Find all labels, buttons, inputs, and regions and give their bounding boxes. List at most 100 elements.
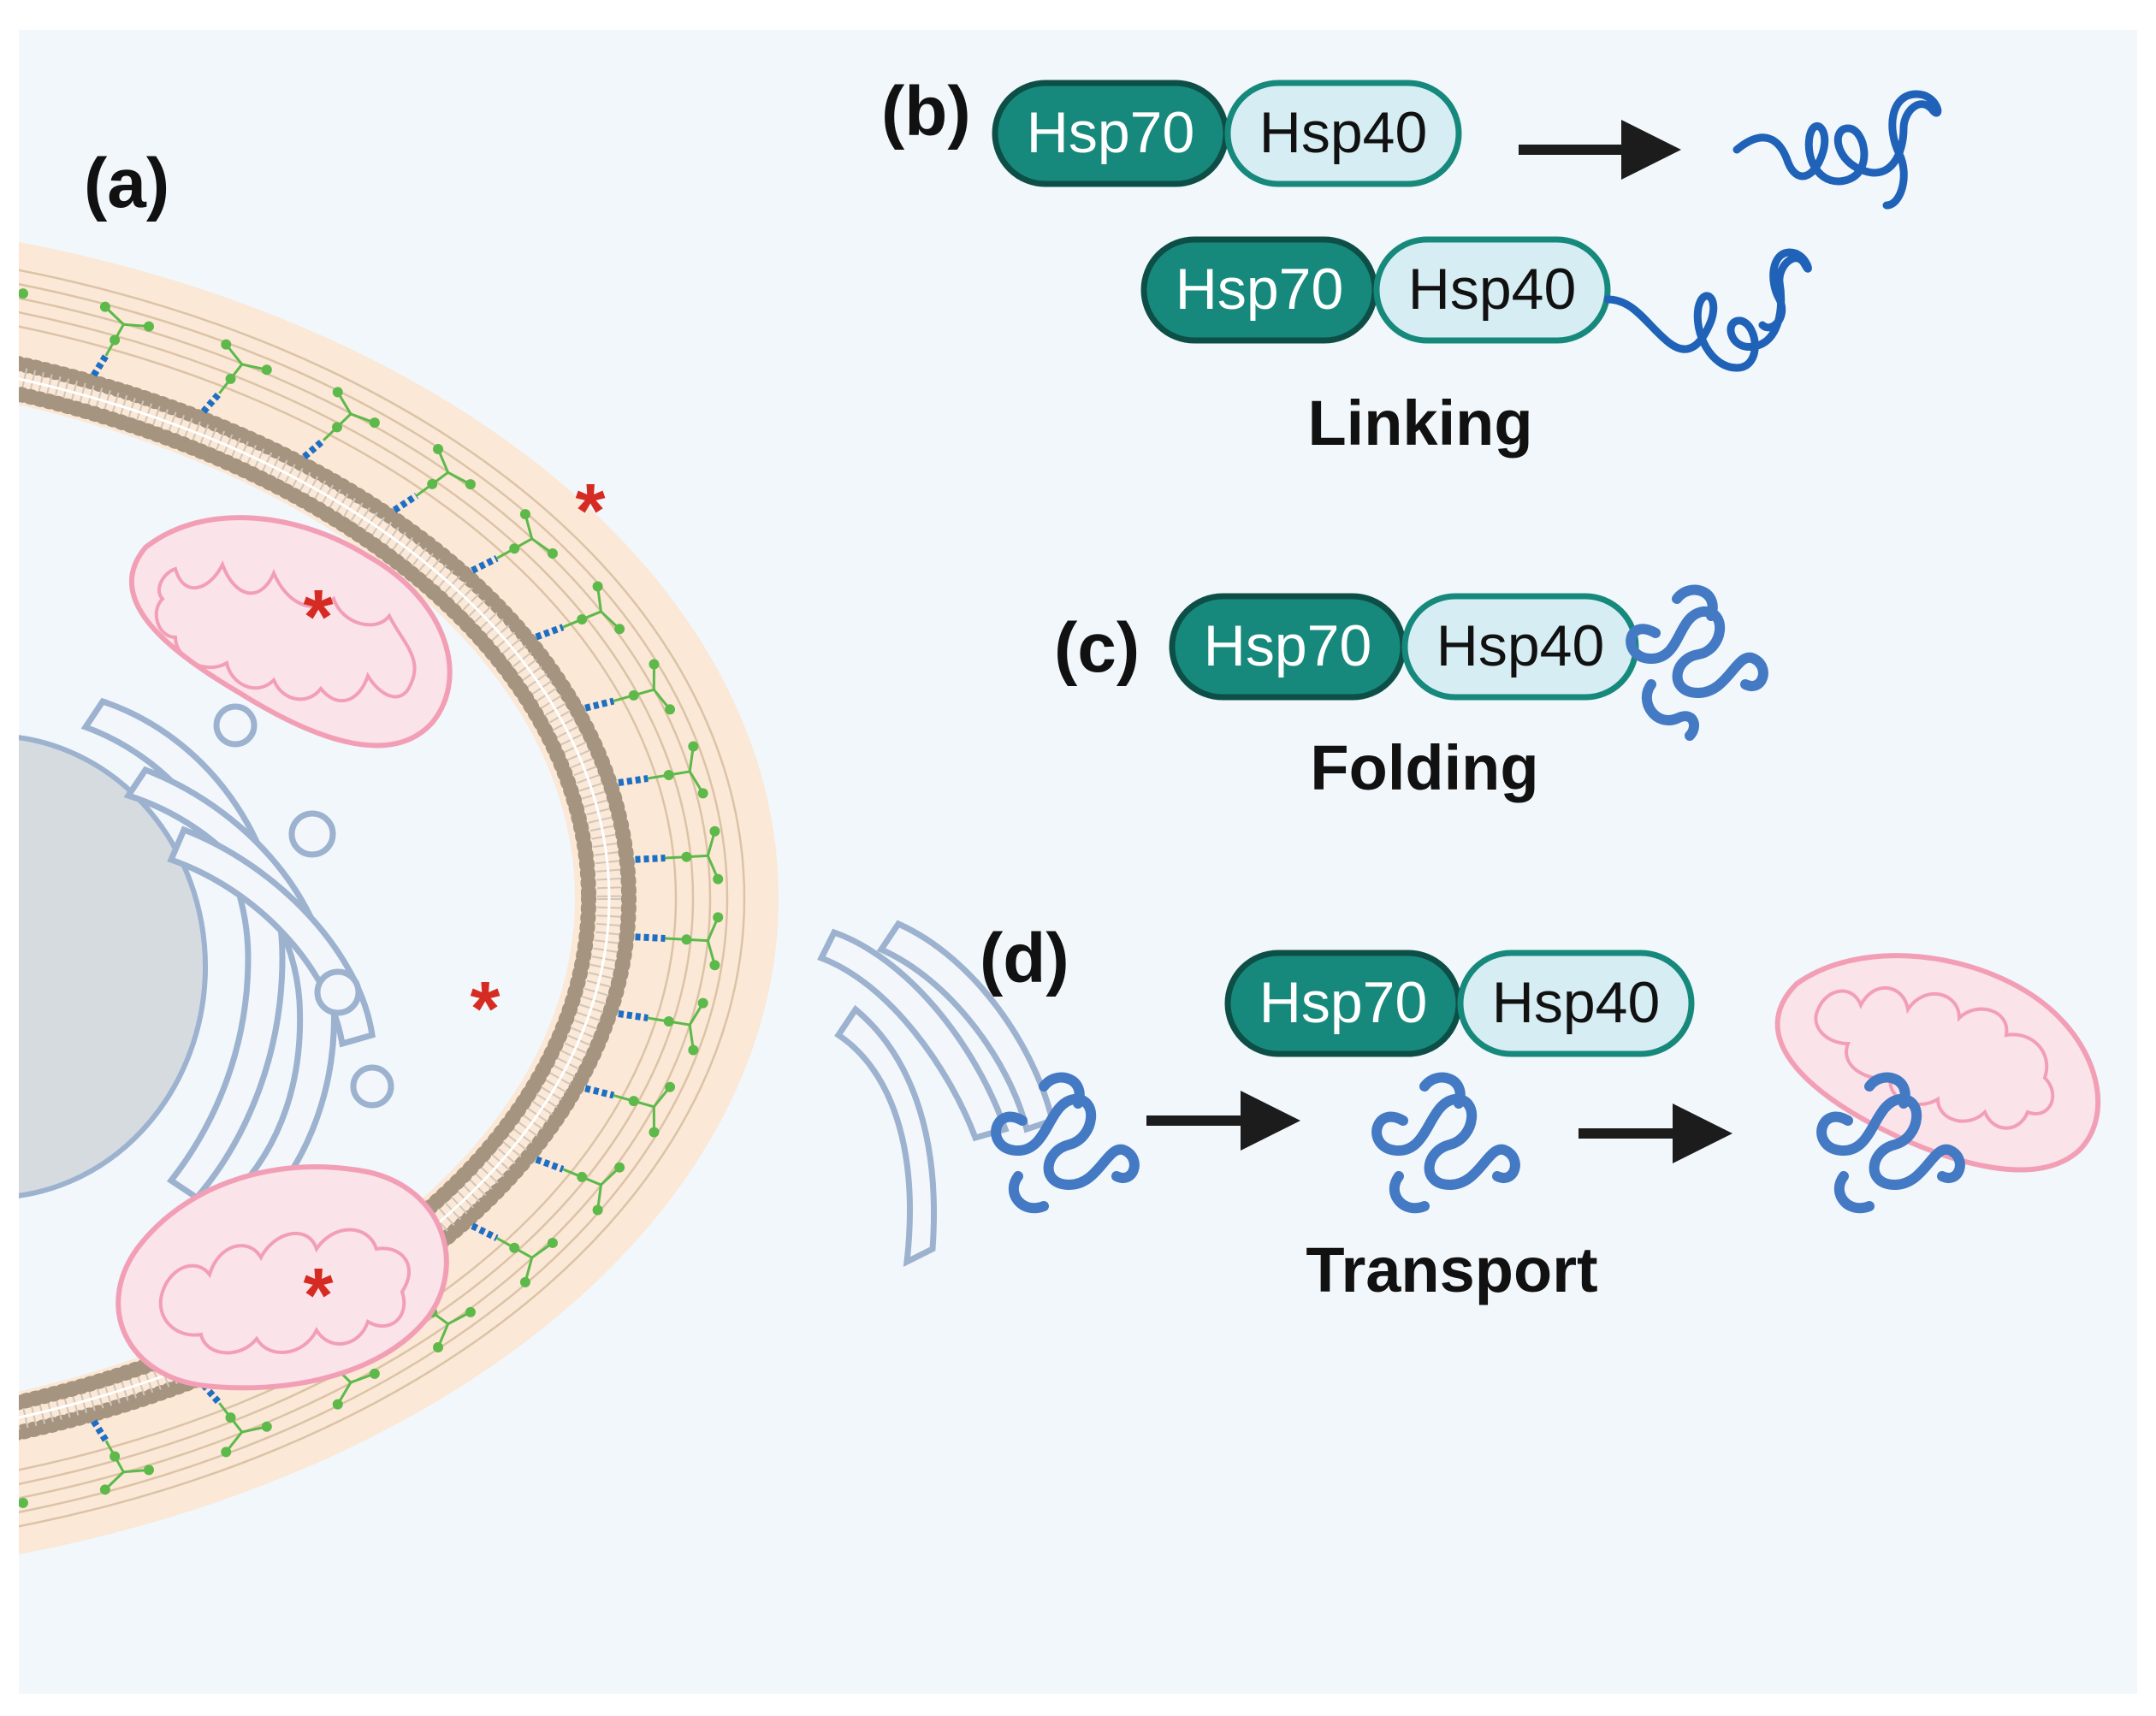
glycan-link bbox=[535, 624, 565, 641]
glycan-node bbox=[261, 364, 272, 376]
glycan-node bbox=[519, 1276, 530, 1287]
glycan-node bbox=[427, 478, 438, 489]
folded-protein-icon bbox=[1371, 1072, 1520, 1214]
glycan-node bbox=[332, 1399, 343, 1410]
glycan-node bbox=[465, 1306, 476, 1317]
glycan-node bbox=[709, 960, 720, 971]
glycan-node bbox=[369, 1368, 380, 1379]
chaperone-complex-d: Hsp70 Hsp40 bbox=[1224, 950, 1695, 1057]
glycan-node bbox=[665, 1081, 676, 1092]
glycan-node bbox=[547, 1237, 558, 1248]
hsp40-label: Hsp40 bbox=[1492, 970, 1661, 1035]
caption-linking: Linking bbox=[1307, 388, 1532, 459]
glycan-link bbox=[200, 391, 222, 414]
glycan-node bbox=[221, 339, 232, 350]
panel-label-b: (b) bbox=[881, 73, 971, 151]
glycan-link bbox=[584, 1085, 615, 1099]
glycan-node bbox=[592, 581, 603, 592]
panel-label-a: (a) bbox=[84, 145, 169, 222]
arrow-right-icon bbox=[1578, 1104, 1732, 1163]
hsp70-label: Hsp70 bbox=[1259, 970, 1428, 1035]
glycan-link bbox=[635, 855, 666, 863]
hsp70-label: Hsp70 bbox=[1027, 100, 1195, 165]
golgi-fragment bbox=[817, 920, 1057, 1268]
glycan-node bbox=[628, 689, 639, 701]
glycan-node bbox=[688, 741, 699, 752]
chaperone-complex-c: Hsp70 Hsp40 bbox=[1169, 593, 1639, 701]
glycan-link bbox=[618, 1010, 649, 1021]
arrow-right-icon bbox=[1519, 120, 1681, 180]
glycocalyx-fibers bbox=[19, 269, 745, 1528]
glycan-link bbox=[535, 1156, 565, 1173]
glycan-node bbox=[577, 1171, 588, 1182]
glycan-link bbox=[584, 697, 615, 712]
arrow-right-icon bbox=[1146, 1091, 1300, 1151]
glycan-node bbox=[663, 769, 674, 780]
glycan-node bbox=[697, 997, 708, 1009]
panel-label-d: (d) bbox=[980, 920, 1069, 997]
glycan-node bbox=[509, 1242, 520, 1253]
glycan-link bbox=[618, 775, 649, 786]
glycan-node bbox=[369, 417, 380, 429]
glycan-node bbox=[19, 288, 28, 299]
mitochondrion-lower bbox=[116, 1164, 449, 1391]
glycan-node bbox=[225, 373, 236, 384]
glycan-node bbox=[99, 301, 110, 312]
glycan-node bbox=[592, 1204, 603, 1216]
glycan-node bbox=[628, 1096, 639, 1107]
glycan-node bbox=[665, 704, 676, 715]
glycan-node bbox=[709, 825, 720, 837]
glycan-link bbox=[302, 437, 326, 460]
glycan-node bbox=[688, 1044, 699, 1056]
glycan-node bbox=[99, 1484, 110, 1495]
glycan-node bbox=[577, 614, 588, 625]
glycan-node bbox=[681, 934, 692, 945]
glycan-node bbox=[713, 873, 724, 885]
caption-transport: Transport bbox=[1306, 1234, 1597, 1305]
golgi-apparatus bbox=[80, 697, 394, 1219]
glycan-node bbox=[110, 1451, 121, 1462]
glycan-node bbox=[331, 422, 342, 433]
glycan-node bbox=[649, 659, 660, 670]
asterisk-icon: * bbox=[470, 967, 500, 1052]
glycan-node bbox=[143, 1465, 154, 1476]
hsp70-label: Hsp70 bbox=[1204, 613, 1372, 678]
glycan-node bbox=[261, 1421, 272, 1432]
glycan-node bbox=[332, 387, 343, 398]
glycan-node bbox=[614, 1162, 625, 1173]
hsp40-label: Hsp40 bbox=[1408, 257, 1577, 322]
glycan-node bbox=[614, 624, 625, 635]
membrane-outer-leaflet bbox=[19, 356, 637, 1441]
glycan-link bbox=[471, 555, 499, 574]
asterisk-icon: * bbox=[303, 575, 333, 660]
membrane-midline bbox=[19, 377, 611, 1419]
nucleus bbox=[19, 735, 208, 1198]
glycan-node bbox=[547, 548, 558, 559]
glycan-node bbox=[519, 509, 530, 520]
folded-protein-icon bbox=[1816, 1072, 1965, 1214]
glycan-node bbox=[19, 1497, 28, 1508]
hsp70-label: Hsp70 bbox=[1176, 257, 1344, 322]
protein-coil-icon bbox=[1603, 248, 1812, 372]
glycan-node bbox=[663, 1016, 674, 1027]
glycan-node bbox=[465, 479, 476, 490]
glycan-node bbox=[697, 788, 708, 799]
glycan-link bbox=[91, 353, 110, 377]
glycan-node bbox=[221, 1447, 232, 1458]
glycan-node bbox=[143, 321, 154, 332]
hsp40-pill bbox=[1224, 80, 1462, 187]
hsp40-label: Hsp40 bbox=[1436, 613, 1605, 678]
chaperone-complex-b2: Hsp70 Hsp40 bbox=[1140, 236, 1611, 344]
glycan-node bbox=[110, 334, 121, 346]
glycan-link bbox=[471, 1222, 499, 1241]
chaperone-complex-b1: Hsp70 Hsp40 bbox=[992, 80, 1462, 187]
caption-folding: Folding bbox=[1310, 732, 1538, 803]
mitochondrion-upper bbox=[128, 515, 453, 749]
glycan-link bbox=[91, 1419, 110, 1443]
glycan-node bbox=[509, 543, 520, 554]
protein-coil-icon bbox=[1732, 90, 1942, 210]
membrane-inner-leaflet bbox=[19, 386, 596, 1411]
cell-illustration bbox=[19, 242, 779, 1554]
glycan-node bbox=[681, 851, 692, 862]
